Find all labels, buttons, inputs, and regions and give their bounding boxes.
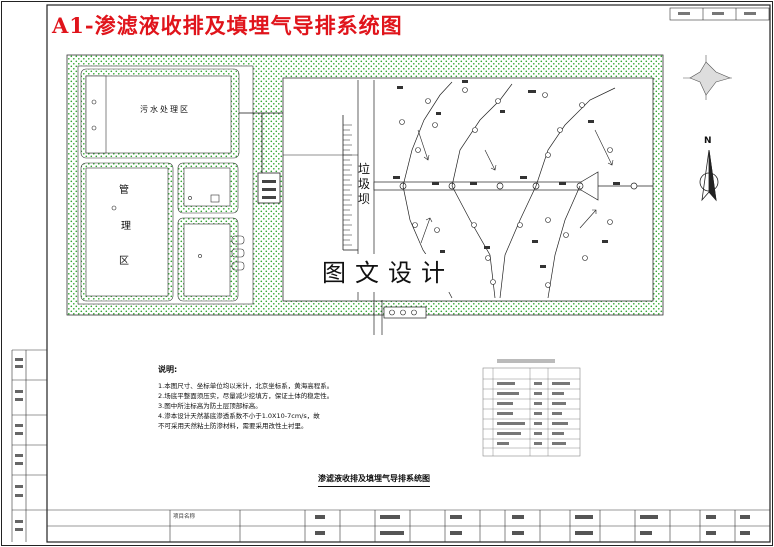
north-arrow-icon xyxy=(699,149,719,202)
drawing-headline: A1-渗滤液收排及填埋气导排系统图 xyxy=(52,13,403,38)
sewage-treatment-zone xyxy=(80,68,240,159)
flow-arrows xyxy=(417,129,614,244)
trunk-labels xyxy=(393,176,620,185)
left-sidebar xyxy=(11,349,47,542)
revision-box xyxy=(669,7,770,21)
watermark: 图文设计 xyxy=(303,254,473,292)
note-4: 4.渗本设计天然基底渗透系数不小于1.0X10-7cm/s，故 xyxy=(158,412,320,420)
dam-char-1: 垃 xyxy=(358,162,371,176)
equipment-table xyxy=(482,359,581,457)
upper-branches xyxy=(402,81,616,187)
note-2: 2.场底平整面须压实，尽量减少挖填方，保证土体的稳定性。 xyxy=(158,392,334,400)
management-zone-label-1: 管 xyxy=(119,185,129,196)
title-block-grid xyxy=(47,509,770,542)
management-zone-label-3: 区 xyxy=(119,256,129,267)
drawing-title: 渗滤液收排及填埋气导排系统图 xyxy=(318,474,430,487)
management-zone xyxy=(80,162,174,302)
sidebar-text xyxy=(15,358,23,531)
note-1: 1.本图尺寸、坐标单位均以米计，北京坐标系，黄海高程系。 xyxy=(158,382,334,390)
wind-rose xyxy=(683,55,732,100)
notes-title: 说明: xyxy=(158,365,178,374)
note-5: 不可采用天然粘土防渗材料，需要采用改性土衬里。 xyxy=(158,422,308,430)
regulating-tank xyxy=(257,172,281,204)
title-block-text xyxy=(315,515,750,535)
gas-power-plant xyxy=(177,162,239,214)
project-name-label: 项目名称 xyxy=(173,514,196,520)
bottom-outlet xyxy=(373,300,427,335)
north-label: N xyxy=(704,136,712,146)
management-zone-label-2: 理 xyxy=(121,221,131,232)
dam-char-3: 坝 xyxy=(358,192,371,206)
sewage-zone-label: 污水处理区 xyxy=(140,105,190,114)
dam-char-2: 圾 xyxy=(358,177,371,191)
design-notes: 说明: 1.本图尺寸、坐标单位均以米计，北京坐标系，黄海高程系。 2.场底平整面… xyxy=(158,365,408,431)
inner-border xyxy=(46,4,771,543)
auxiliary-building xyxy=(177,217,245,302)
note-3: 3.图中所注标高为防土层顶部标高。 xyxy=(158,402,262,410)
gas-vent-wells xyxy=(399,87,613,288)
dam-label: 垃 圾 坝 xyxy=(358,162,370,207)
